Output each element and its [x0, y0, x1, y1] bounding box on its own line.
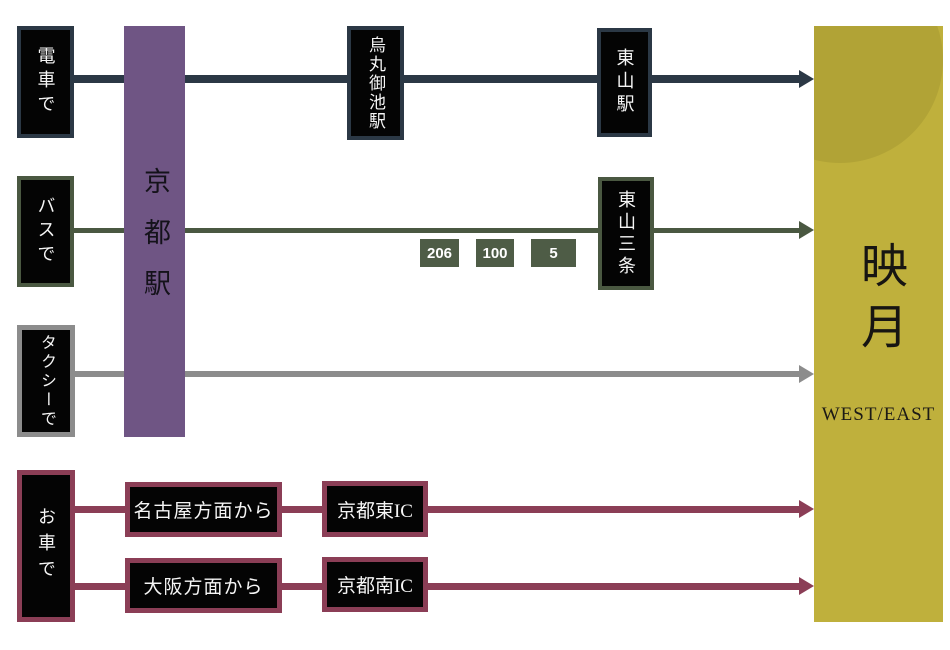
bus-route-line [74, 228, 800, 233]
bus-stop-box-higashiyama-sanjo: 東山三条 [598, 177, 654, 290]
taxi-mode-label: タクシーで [38, 333, 55, 429]
ic-label-kyoto-east: 京都東IC [336, 500, 413, 522]
destination-panel: 映月 WEST/EAST [814, 26, 943, 622]
taxi-arrowhead-icon [799, 365, 814, 383]
destination-logo: 映月 [853, 241, 905, 363]
train-arrowhead-icon [799, 70, 814, 88]
car-arrowhead-osaka-icon [799, 577, 814, 595]
train-mode-box: 電車で [17, 26, 74, 138]
destination-subtitle: WEST/EAST [821, 404, 936, 425]
bus-mode-label: バスで [35, 195, 56, 268]
bus-number-badge: 100 [476, 239, 514, 267]
train-route-line [74, 75, 802, 83]
car-origin-label-nagoya: 名古屋方面から [133, 501, 274, 522]
ic-box-kyoto-east: 京都東IC [322, 481, 428, 537]
car-origin-box-nagoya: 名古屋方面から [125, 482, 282, 537]
bus-number-badge: 5 [531, 239, 576, 267]
ic-box-kyoto-south: 京都南IC [322, 557, 428, 612]
car-route-line-osaka [75, 583, 801, 590]
car-route-line-nagoya [75, 506, 801, 513]
bus-mode-box: バスで [17, 176, 74, 287]
station-label-karasuma-oike: 烏丸御池駅 [366, 35, 385, 131]
car-mode-box: お車で [17, 470, 75, 622]
car-origin-box-osaka: 大阪方面から [125, 558, 282, 613]
origin-station-box: 京都駅 [124, 26, 185, 437]
station-box-karasuma-oike: 烏丸御池駅 [347, 26, 404, 140]
taxi-mode-box: タクシーで [17, 325, 75, 437]
train-mode-label: 電車で [35, 46, 56, 118]
bus-stop-label: 東山三条 [616, 189, 636, 278]
moon-circle [814, 26, 943, 163]
bus-number-badge: 206 [420, 239, 459, 267]
station-label-higashiyama: 東山駅 [614, 48, 635, 117]
station-box-higashiyama: 東山駅 [597, 28, 652, 137]
bus-number-badges: 206 100 5 [420, 239, 576, 267]
car-arrowhead-nagoya-icon [799, 500, 814, 518]
car-origin-label-osaka: 大阪方面から [143, 577, 264, 598]
car-mode-label: お車で [36, 507, 56, 585]
taxi-route-line [75, 371, 800, 377]
origin-station-label: 京都駅 [140, 167, 170, 320]
ic-label-kyoto-south: 京都南IC [336, 576, 413, 597]
bus-arrowhead-icon [799, 221, 814, 239]
